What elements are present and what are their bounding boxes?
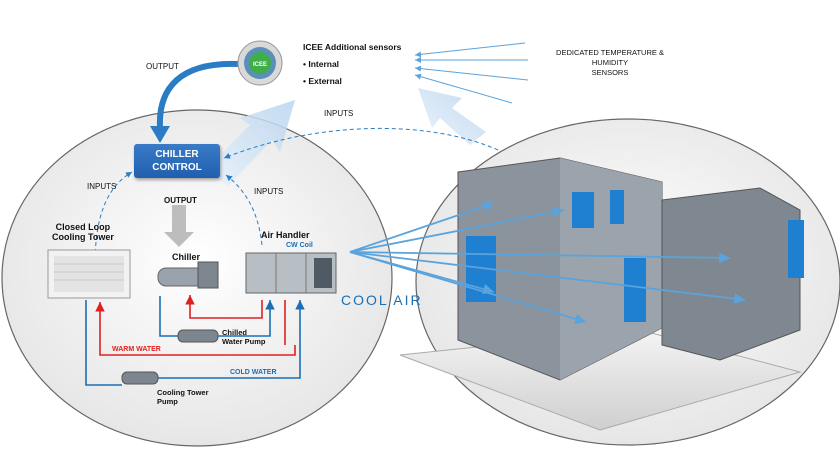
tower-pump-line1: Cooling Tower [157, 388, 209, 397]
output-label-mid: OUTPUT [164, 196, 197, 205]
dedicated-sensors-label: DEDICATED TEMPERATURE & HUMIDITY SENSORS [535, 48, 685, 78]
cool-air-label: COOL AIR [341, 292, 423, 308]
inputs-label-left: INPUTS [87, 182, 117, 191]
sensors-title: ICEE Additional sensors [303, 42, 402, 52]
output-label-top: OUTPUT [146, 62, 179, 71]
cw-coil-label: CW Coil [286, 242, 313, 249]
chiller-control-line2: CONTROL [152, 162, 202, 173]
air-handler-unit [245, 252, 337, 294]
sensor-external-text: External [308, 76, 342, 86]
cold-water-pipes [85, 296, 305, 386]
output-down-arrow [164, 205, 194, 247]
icee-logo: ICEE [237, 40, 283, 86]
warm-water-label: WARM WATER [112, 346, 161, 353]
chiller-label: Chiller [172, 252, 201, 262]
sensor-arrow [414, 42, 526, 58]
dedicated-line3: SENSORS [591, 68, 629, 77]
sensor-external: • External [303, 76, 342, 86]
sensor-arrow [414, 73, 513, 104]
closed-loop-label: Closed Loop Cooling Tower [52, 222, 114, 242]
warm-water-pipes [95, 295, 296, 356]
inputs-dashed-arrow-right [225, 174, 263, 246]
building [399, 157, 804, 431]
closed-loop-line1: Closed Loop [55, 222, 111, 232]
chiller-control-line1: CHILLER [155, 149, 199, 160]
tower-pump-line2: Pump [157, 397, 178, 406]
dedicated-line2: HUMIDITY [591, 58, 629, 67]
chilled-pump-line1: Chilled [222, 328, 248, 337]
cool-air-arrows [349, 201, 746, 325]
air-handler-label: Air Handler [261, 230, 310, 240]
sensor-internal: • Internal [303, 59, 340, 69]
chiller-unit [157, 261, 219, 289]
inputs-dashed-arrow-top [223, 127, 499, 159]
inputs-dashed-arrow-left [94, 171, 133, 261]
chilled-pump-line2: Water Pump [222, 337, 266, 346]
chilled-water-pump [177, 329, 219, 343]
closed-loop-line2: Cooling Tower [52, 232, 114, 242]
inputs-label-right: INPUTS [254, 187, 284, 196]
light-arrow-right [418, 88, 486, 145]
chilled-pump-label: Chilled Water Pump [222, 328, 265, 346]
sensor-arrow [414, 65, 529, 81]
light-arrow-left [205, 100, 295, 186]
sensors-list: ICEE Additional sensors • Internal • Ext… [303, 42, 401, 93]
dedicated-line1: DEDICATED TEMPERATURE & [556, 48, 664, 57]
cold-water-label: COLD WATER [230, 369, 277, 376]
sensor-internal-text: Internal [308, 59, 340, 69]
cooling-tower-pump [121, 371, 159, 385]
cooling-tower [47, 249, 131, 299]
output-curved-arrow [156, 60, 239, 129]
inputs-label-top: INPUTS [324, 109, 354, 118]
chiller-control-box: CHILLER CONTROL [134, 144, 220, 178]
svg-text:ICEE: ICEE [253, 62, 267, 68]
tower-pump-label: Cooling Tower Pump [157, 388, 209, 406]
